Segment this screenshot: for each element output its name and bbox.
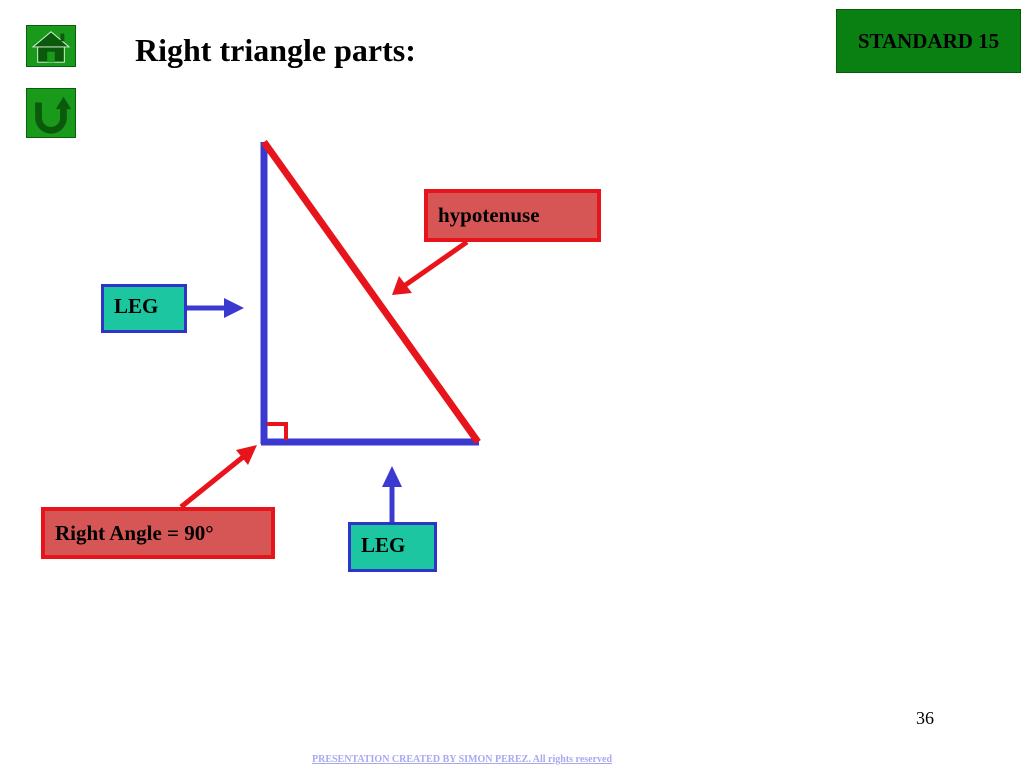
right-angle-arrowhead (236, 445, 257, 465)
return-arrow-icon (35, 96, 72, 134)
right-angle-marker (267, 422, 288, 440)
return-button[interactable] (26, 88, 76, 138)
hypotenuse-arrowhead (392, 276, 412, 295)
right-angle-label: Right Angle = 90° (41, 507, 275, 559)
leg-left-arrowhead (224, 298, 244, 318)
home-icon (31, 31, 71, 63)
home-button[interactable] (26, 25, 76, 67)
leg-bottom-label: LEG (348, 522, 437, 572)
hypotenuse-arrow (402, 239, 469, 289)
hypotenuse-label: hypotenuse (424, 189, 601, 242)
footer-credit-link[interactable]: PRESENTATION CREATED BY SIMON PEREZ. All… (312, 754, 613, 765)
leg-bottom-arrowhead (382, 466, 402, 487)
page-number: 36 (916, 708, 934, 728)
standard-badge: STANDARD 15 (836, 9, 1021, 73)
hypotenuse-line (261, 139, 481, 445)
slide-title: Right triangle parts: (135, 32, 416, 68)
right-angle-arrow (179, 455, 245, 509)
leg-left-label: LEG (101, 284, 187, 333)
